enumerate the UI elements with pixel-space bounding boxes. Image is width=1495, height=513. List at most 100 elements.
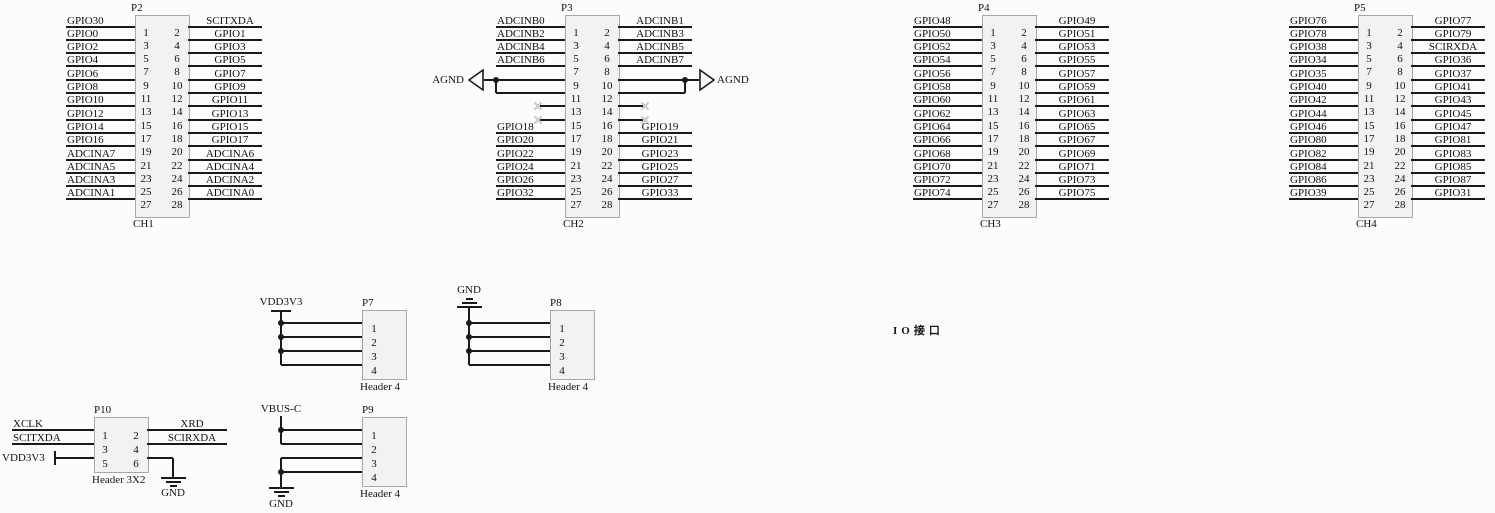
wire <box>188 185 262 188</box>
footprint-label: Header 4 <box>360 488 401 500</box>
wire <box>66 52 135 55</box>
pin-net-label: ADCINB0 <box>497 14 545 27</box>
pin-number: 16 <box>171 119 183 132</box>
power-bar-icon <box>271 310 291 312</box>
wire <box>1411 145 1485 148</box>
pin-net-label: GPIO55 <box>1058 54 1096 67</box>
pin-net-label: GPIO35 <box>1290 67 1327 80</box>
pin-net-label: GPIO30 <box>67 14 104 27</box>
pin-number: 26 <box>1018 186 1030 199</box>
wire <box>618 25 692 28</box>
wire <box>12 443 94 445</box>
pin-number: 6 <box>1397 53 1403 66</box>
wire <box>496 38 565 41</box>
wire <box>1411 25 1485 28</box>
pin-number: 22 <box>1018 159 1030 172</box>
pin-number: 23 <box>987 172 999 185</box>
connector-designator: P4 <box>978 2 990 14</box>
pin-number: 12 <box>1394 93 1406 105</box>
pin-number: 21 <box>140 159 152 172</box>
wire <box>913 198 982 201</box>
net-label: VBUS-C <box>260 403 302 415</box>
pin-number: 6 <box>133 458 139 470</box>
pin-net-label: GPIO84 <box>1290 160 1327 173</box>
pin-number: 10 <box>1018 79 1030 92</box>
pin-number: 6 <box>1021 53 1027 66</box>
pin-net-label: GPIO7 <box>214 67 246 80</box>
wire <box>56 457 94 459</box>
pin-net-label: GPIO70 <box>914 160 951 173</box>
footprint-label: Header 4 <box>548 381 589 393</box>
earth-ground-icon <box>160 477 186 479</box>
wire <box>1411 118 1485 121</box>
wire <box>913 25 982 28</box>
pin-net-label: GPIO5 <box>214 54 246 67</box>
pin-number: 24 <box>1394 172 1406 185</box>
pin-net-label: GPIO3 <box>214 41 246 54</box>
pin-net-label: GPIO73 <box>1058 174 1096 187</box>
wire <box>281 336 362 338</box>
pin-number: 3 <box>1366 39 1372 52</box>
wire <box>618 78 699 81</box>
pin-number: 15 <box>140 119 152 132</box>
pin-number: 1 <box>559 323 565 335</box>
pin-number: 7 <box>573 66 579 79</box>
pin-number: 15 <box>1363 119 1375 132</box>
pin-number: 12 <box>171 93 183 105</box>
pin-number: 21 <box>987 159 999 172</box>
connector-box <box>135 15 190 218</box>
pin-net-label: GPIO78 <box>1290 27 1327 40</box>
pin-net-label: GPIO33 <box>641 187 679 200</box>
wire <box>496 158 565 161</box>
wire <box>1035 131 1109 134</box>
wire <box>1035 105 1109 108</box>
wire <box>66 92 135 94</box>
wire <box>913 171 982 174</box>
pin-number: 21 <box>1363 159 1375 172</box>
pin-number: 16 <box>1394 119 1406 132</box>
wire <box>496 65 565 68</box>
pin-net-label: GPIO31 <box>1434 187 1472 200</box>
connector-box <box>1358 15 1413 218</box>
wire <box>281 429 362 431</box>
pin-net-label: GPIO68 <box>914 147 951 160</box>
agnd-port-icon <box>699 68 715 92</box>
wire <box>618 198 692 201</box>
pin-net-label: GPIO80 <box>1290 134 1327 147</box>
wire <box>618 185 692 188</box>
pin-net-label: ADCINA6 <box>205 147 255 160</box>
wire <box>66 105 135 108</box>
pin-number: 17 <box>140 132 152 145</box>
wire <box>618 118 643 121</box>
pin-net-label: GPIO6 <box>67 67 99 80</box>
wire <box>66 65 135 68</box>
wire <box>188 198 262 201</box>
wire <box>913 38 982 41</box>
pin-net-label: ADCINB7 <box>636 54 684 67</box>
pin-net-label: GPIO81 <box>1434 134 1472 147</box>
pin-number: 13 <box>1363 106 1375 119</box>
net-label: AGND <box>432 73 464 86</box>
wire <box>1411 92 1485 94</box>
wire <box>188 65 262 68</box>
wire <box>496 145 565 148</box>
pin-net-label: GPIO44 <box>1290 107 1327 120</box>
pin-number: 23 <box>1363 172 1375 185</box>
wire <box>66 145 135 148</box>
pin-net-label: GPIO37 <box>1434 67 1472 80</box>
wire <box>66 118 135 121</box>
pin-net-label: XCLK <box>13 418 43 430</box>
wire <box>1411 38 1485 41</box>
wire <box>618 171 692 174</box>
pin-number: 27 <box>570 199 582 212</box>
junction-dot <box>278 334 284 340</box>
pin-net-label: GPIO53 <box>1058 41 1096 54</box>
pin-net-label: GPIO71 <box>1058 160 1096 173</box>
wire <box>1035 92 1109 94</box>
wire <box>1035 171 1109 174</box>
wire <box>618 158 692 161</box>
pin-net-label: GPIO36 <box>1434 54 1472 67</box>
pin-number: 6 <box>604 53 610 66</box>
wire <box>913 92 982 94</box>
wire <box>188 118 262 121</box>
